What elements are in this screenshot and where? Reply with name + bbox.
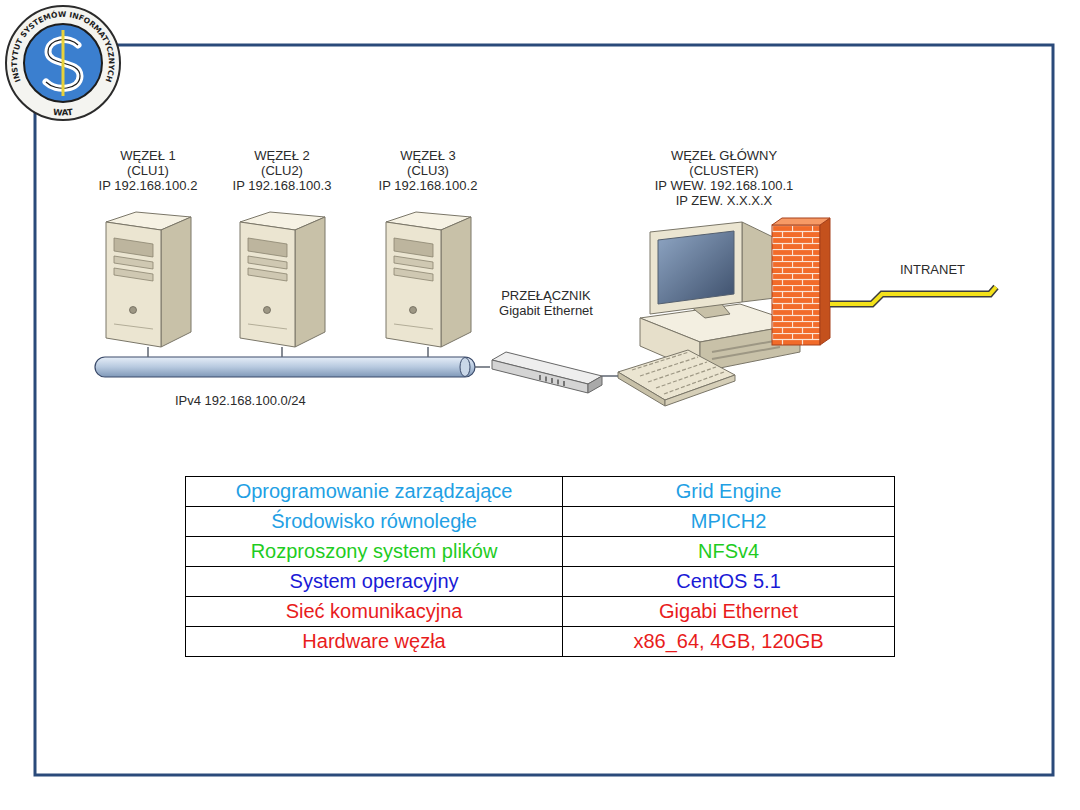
server-node: WĘZEŁ 1(CLU1)IP 192.168.100.2: [90, 148, 206, 347]
node-label: WĘZEŁ 1: [120, 148, 176, 163]
cable: [602, 375, 618, 377]
logo-text: INSTYTUT SYSTEMÓW INFORMATYCZNYCH: [10, 9, 116, 83]
server-tower: [240, 212, 325, 347]
label-group: WĘZEŁ 3(CLU3)IP 192.168.100.2: [370, 148, 486, 193]
table-cell: x86_64, 4GB, 120GB: [563, 627, 895, 657]
node-label: IPv4 192.168.100.0/24: [175, 393, 306, 408]
table-cell: Oprogramowanie zarządzające: [186, 477, 563, 507]
node-label: (CLU3): [407, 163, 449, 178]
bolt-outline: [830, 294, 900, 304]
label-group: PRZEŁĄCZNIKGigabit Ethernet: [490, 288, 602, 318]
table-row: Sieć komunikacyjnaGigabi Ethernet: [186, 597, 895, 627]
node-label: (CLU1): [127, 163, 169, 178]
network-link: [428, 347, 429, 357]
server-node: WĘZEŁ 3(CLU3)IP 192.168.100.2: [370, 148, 486, 347]
node-label: IP 192.168.100.2: [99, 178, 198, 193]
table-cell: Sieć komunikacyjna: [186, 597, 563, 627]
switch-node: PRZEŁĄCZNIKGigabit Ethernet: [490, 288, 602, 395]
cable: [475, 366, 490, 368]
table-cell: Gigabi Ethernet: [563, 597, 895, 627]
node-label: Gigabit Ethernet: [499, 303, 593, 318]
node-label: IP ZEW. X.X.X.X: [676, 193, 773, 208]
network-link: [282, 347, 283, 357]
node-label: PRZEŁĄCZNIK: [501, 288, 591, 303]
node-label: IP WEW. 192.168.100.1: [655, 178, 794, 193]
table-row: Rozproszony system plikówNFSv4: [186, 537, 895, 567]
table-row: Oprogramowanie zarządzająceGrid Engine: [186, 477, 895, 507]
table-cell: Hardware węzła: [186, 627, 563, 657]
server-node: WĘZEŁ 2(CLU2)IP 192.168.100.3: [224, 148, 340, 347]
node-label: INTRANET: [900, 262, 965, 277]
node-label: IP 192.168.100.2: [379, 178, 478, 193]
network-link: [475, 367, 490, 368]
label-group: WĘZEŁ GŁÓWNY(CLUSTER)IP WEW. 192.168.100…: [618, 148, 830, 208]
table-cell: CentOS 5.1: [563, 567, 895, 597]
spec-table: Oprogramowanie zarządzająceGrid EngineŚr…: [185, 476, 895, 657]
table-cell: MPICH2: [563, 507, 895, 537]
head-node: WĘZEŁ GŁÓWNY(CLUSTER)IP WEW. 192.168.100…: [618, 148, 830, 406]
cable: [281, 347, 283, 357]
network-cloud: INTRANET: [900, 262, 1005, 296]
label-group: INTRANET: [900, 262, 1005, 277]
node-label: WĘZEŁ 2: [254, 148, 310, 163]
table-row: Środowisko równoległeMPICH2: [186, 507, 895, 537]
cable: [427, 347, 429, 357]
lightning-link: [830, 294, 900, 304]
table-cell: Rozproszony system plików: [186, 537, 563, 567]
network-link: [602, 376, 618, 377]
label-group: IPv4 192.168.100.0/24: [175, 393, 306, 408]
node-label: (CLU2): [261, 163, 303, 178]
server-tower: [106, 212, 191, 347]
table-row: Hardware węzłax86_64, 4GB, 120GB: [186, 627, 895, 657]
network-bus: [95, 357, 475, 377]
network-bus: IPv4 192.168.100.0/24: [95, 357, 475, 417]
label-group: WĘZEŁ 2(CLU2)IP 192.168.100.3: [224, 148, 340, 193]
label-group: WĘZEŁ 1(CLU1)IP 192.168.100.2: [90, 148, 206, 193]
node-label: (CLUSTER): [689, 163, 758, 178]
firewall-icon: [772, 218, 830, 345]
network-link: [148, 347, 149, 357]
switch-icon: [492, 352, 602, 393]
table-cell: Środowisko równoległe: [186, 507, 563, 537]
table-cell: NFSv4: [563, 537, 895, 567]
bolt-fill: [830, 294, 900, 304]
logo-text: WAT: [52, 107, 73, 118]
node-label: WĘZEŁ 3: [400, 148, 456, 163]
table-cell: Grid Engine: [563, 477, 895, 507]
lightning-bolt: [900, 287, 996, 294]
server-tower: [386, 212, 471, 347]
bus-end: [460, 358, 470, 377]
node-label: IP 192.168.100.3: [233, 178, 332, 193]
slide-frame: [35, 45, 1053, 775]
table-row: System operacyjnyCentOS 5.1: [186, 567, 895, 597]
cable: [147, 347, 149, 357]
node-label: WĘZEŁ GŁÓWNY: [671, 148, 777, 163]
institute-logo: INSTYTUT SYSTEMÓW INFORMATYCZNYCH WAT: [6, 6, 120, 120]
table-cell: System operacyjny: [186, 567, 563, 597]
